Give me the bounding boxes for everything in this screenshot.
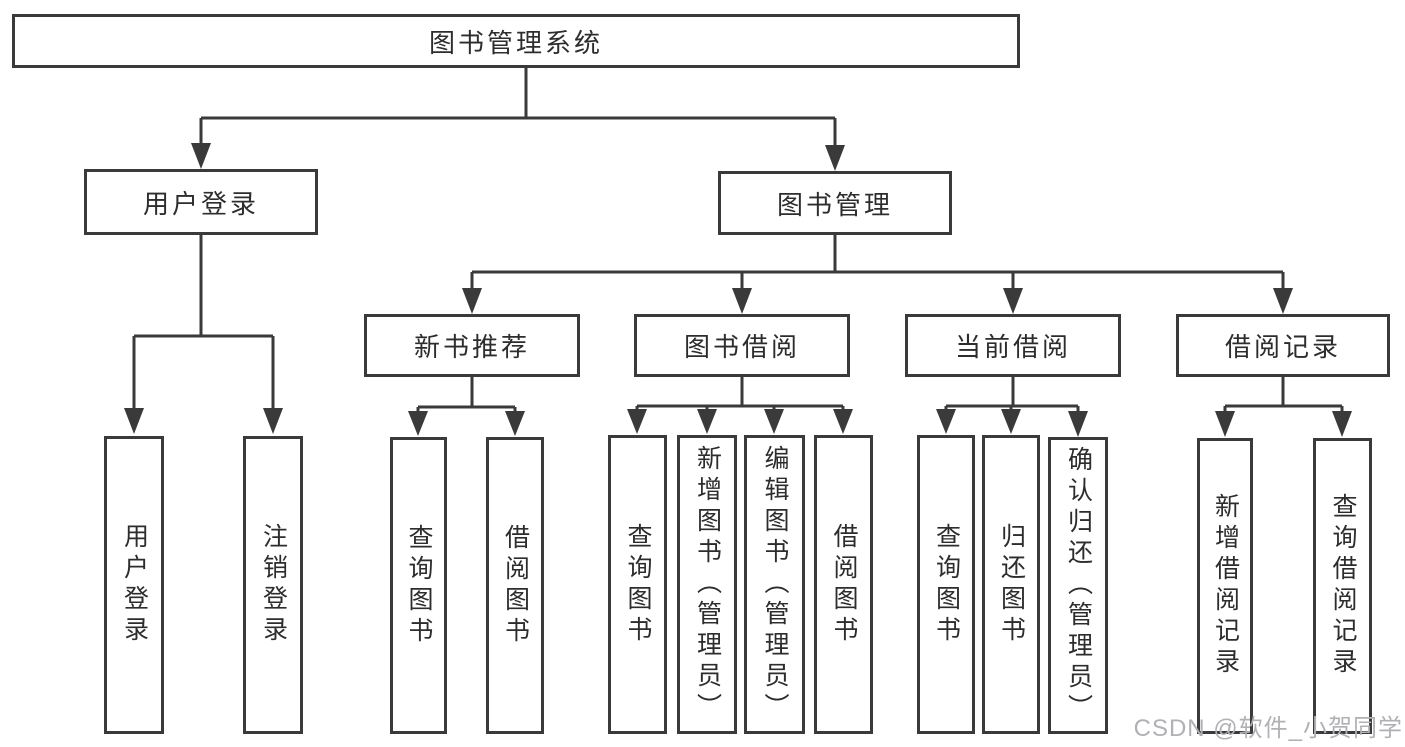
arrowhead-leaf-user-login xyxy=(124,408,144,434)
node-borrow-record-label: 借阅记录 xyxy=(1224,332,1341,362)
arrowhead-bor-edit xyxy=(764,409,784,434)
node-user-login-label: 用户登录 xyxy=(142,188,259,219)
leaf-rec-query-books-label: 查询图书 xyxy=(405,523,433,648)
leaf-rec-borrow-books: 借阅图书 xyxy=(486,437,544,734)
node-new-book-rec-label: 新书推荐 xyxy=(413,332,530,362)
leaf-bor-edit-books: 编辑图书（管理员） xyxy=(744,435,805,734)
leaf-bor-add-books: 新增图书（管理员） xyxy=(677,435,737,734)
arrowhead-rec-borrow xyxy=(505,411,525,436)
node-book-borrow: 图书借阅 xyxy=(634,314,850,377)
arrowhead-bor-query xyxy=(627,409,647,434)
node-current-borrow-label: 当前借阅 xyxy=(954,332,1071,362)
arrowhead-bor-borrow xyxy=(833,409,853,434)
leaf-rec2-query-record: 查询借阅记录 xyxy=(1313,438,1372,734)
leaf-cur-return-books: 归还图书 xyxy=(982,435,1040,734)
leaf-bor-edit-books-label: 编辑图书（管理员） xyxy=(761,445,789,724)
node-root-label: 图书管理系统 xyxy=(428,27,603,58)
arrowhead-rec-query xyxy=(408,411,428,436)
arrowhead-cur-return xyxy=(1001,409,1021,434)
arrowhead-bor-add xyxy=(697,409,717,434)
watermark: CSDN @软件_小贺同学 xyxy=(1133,715,1403,742)
leaf-rec2-add-record: 新增借阅记录 xyxy=(1197,438,1253,734)
arrowhead-current xyxy=(1003,288,1023,314)
leaf-cur-query-books: 查询图书 xyxy=(917,435,975,734)
arrowhead-book-mgmt xyxy=(825,145,845,171)
leaf-bor-borrow-books: 借阅图书 xyxy=(814,435,873,734)
leaf-user-login: 用户登录 xyxy=(104,436,164,734)
arrowhead-leaf-logout xyxy=(263,408,283,434)
arrowhead-new-rec xyxy=(462,288,482,314)
leaf-rec2-query-record-label: 查询借阅记录 xyxy=(1329,493,1357,679)
leaf-bor-query-books: 查询图书 xyxy=(608,435,667,734)
node-book-borrow-label: 图书借阅 xyxy=(683,332,800,362)
arrowhead-record xyxy=(1273,288,1293,314)
arrowhead-rec2-add xyxy=(1215,411,1235,437)
leaf-cur-query-books-label: 查询图书 xyxy=(932,522,961,647)
arrowhead-user-login xyxy=(191,143,211,169)
leaf-logout: 注销登录 xyxy=(243,436,303,734)
arrowhead-cur-confirm xyxy=(1068,411,1088,437)
node-borrow-record: 借阅记录 xyxy=(1176,314,1390,377)
leaf-bor-query-books-label: 查询图书 xyxy=(624,522,652,647)
leaf-user-login-label: 用户登录 xyxy=(120,523,149,647)
node-book-mgmt-label: 图书管理 xyxy=(776,189,893,220)
leaf-rec-query-books: 查询图书 xyxy=(390,437,447,734)
arrowhead-rec2-query xyxy=(1332,411,1352,437)
leaf-logout-label: 注销登录 xyxy=(259,523,288,647)
arrowhead-borrow xyxy=(732,288,752,314)
leaf-cur-confirm-return: 确认归还（管理员） xyxy=(1048,437,1108,734)
arrowhead-cur-query xyxy=(936,409,956,434)
leaf-rec2-add-record-label: 新增借阅记录 xyxy=(1211,493,1240,679)
leaf-bor-add-books-label: 新增图书（管理员） xyxy=(693,445,722,724)
node-book-mgmt: 图书管理 xyxy=(718,171,952,235)
leaf-cur-confirm-return-label: 确认归还（管理员） xyxy=(1064,446,1093,725)
leaf-rec-borrow-books-label: 借阅图书 xyxy=(501,523,530,648)
leaf-bor-borrow-books-label: 借阅图书 xyxy=(830,522,858,647)
node-current-borrow: 当前借阅 xyxy=(905,314,1121,377)
node-user-login: 用户登录 xyxy=(84,169,318,235)
node-root: 图书管理系统 xyxy=(12,14,1020,68)
leaf-cur-return-books-label: 归还图书 xyxy=(997,522,1026,647)
node-new-book-rec: 新书推荐 xyxy=(364,314,580,377)
